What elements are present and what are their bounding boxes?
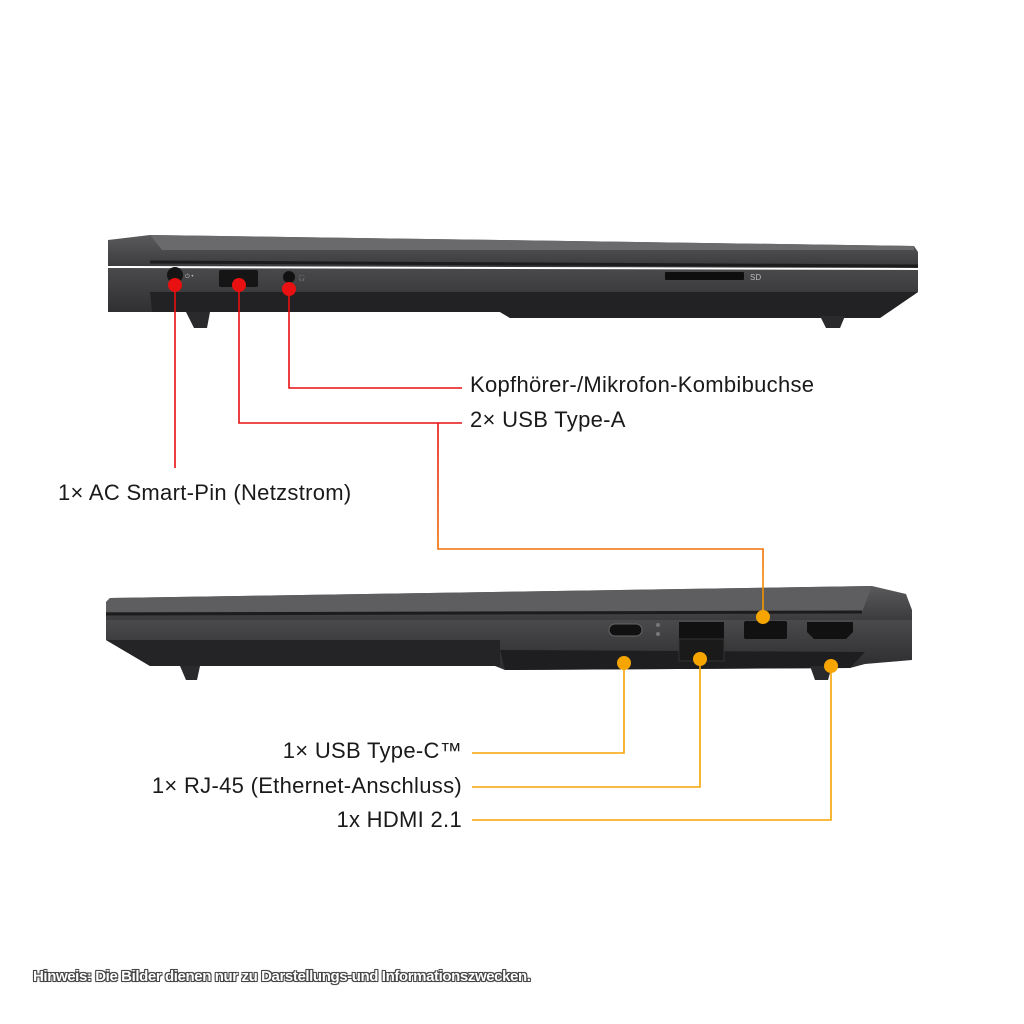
- usb-a-shared-leader: [437, 423, 764, 617]
- sd-card-slot: [665, 272, 744, 280]
- usb-a-port-right: [744, 621, 787, 639]
- label-usb-type-c: 1× USB Type-C™: [282, 738, 462, 763]
- hdmi-port: [807, 622, 853, 639]
- port-markers: [168, 278, 838, 673]
- sd-marking: SD: [750, 273, 761, 282]
- power-icon: ⏻ •: [185, 273, 194, 280]
- ac-port: [167, 267, 183, 283]
- rj45-port: [679, 622, 724, 639]
- laptop-left-side-view: ⏻ • 🎧: [108, 235, 919, 328]
- label-usb-type-a: 2× USB Type-A: [470, 407, 626, 432]
- headphone-jack: [283, 271, 295, 283]
- label-hdmi: 1x HDMI 2.1: [336, 807, 462, 832]
- label-headphone-jack: Kopfhörer-/Mikrofon-Kombibuchse: [470, 372, 815, 397]
- usb-c-port: [608, 623, 643, 637]
- leader-lines-right: [472, 659, 832, 821]
- footnote: Hinweis: Die Bilder dienen nur zu Darste…: [33, 968, 531, 985]
- leader-lines-left: [174, 285, 462, 468]
- laptop-right-side-view: [105, 586, 912, 680]
- headphone-icon: 🎧: [298, 274, 305, 282]
- label-rj45: 1× RJ-45 (Ethernet-Anschluss): [151, 773, 462, 798]
- label-ac-smart-pin: 1× AC Smart-Pin (Netzstrom): [58, 480, 352, 505]
